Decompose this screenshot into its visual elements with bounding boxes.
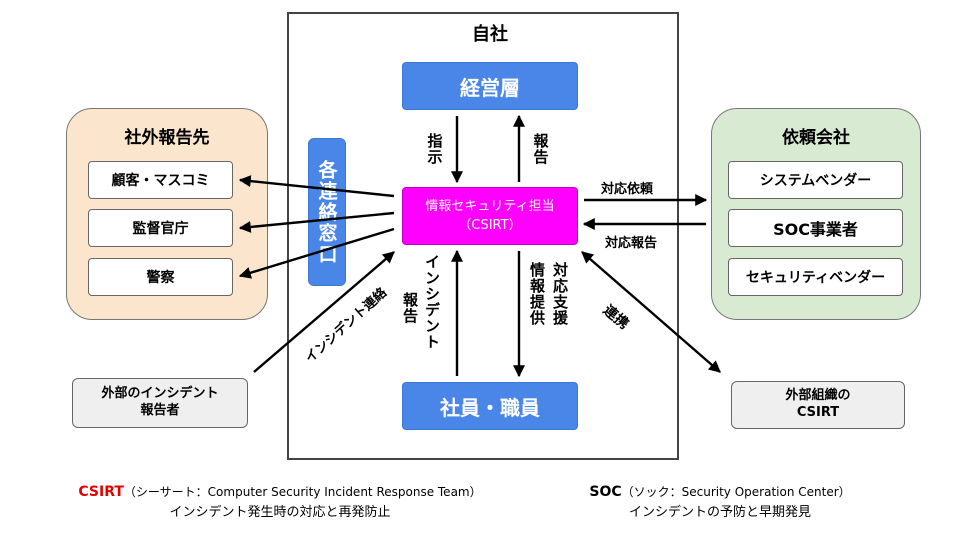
footnote-soc-line2: インシデントの予防と早期発見 (628, 505, 811, 520)
label-response-report: 対応報告 (605, 236, 658, 251)
label-info-provision: 情報提供 (528, 262, 546, 326)
staff-box: 社員・職員 (402, 382, 578, 430)
external-csirt-box: 外部組織の CSIRT (731, 381, 905, 429)
external-report-item-police: 警察 (88, 258, 233, 296)
footnote-soc: SOC（ソック：Security Operation Center） インシデン… (560, 482, 880, 523)
external-report-item-customers: 顧客・マスコミ (88, 161, 233, 199)
label-incident-report-b: 報告 (401, 292, 419, 324)
client-company-title: 依頼会社 (782, 127, 850, 148)
contact-window-box: 各連絡窓口 (308, 138, 346, 286)
external-reporter-box: 外部のインシデント 報告者 (72, 378, 248, 428)
label-incident-report-a: インシデント (423, 254, 441, 350)
client-item-security-vendor: セキュリティベンダー (728, 258, 903, 296)
csirt-box: 情報セキュリティ担当 （CSIRT） (402, 187, 578, 245)
csirt-label-line1: 情報セキュリティ担当 (425, 198, 555, 214)
client-item-system-vendor: システムベンダー (728, 161, 903, 199)
arrow-to-customers (238, 175, 395, 198)
csirt-label-line2: （CSIRT） (458, 218, 522, 233)
external-csirt-line2: CSIRT (796, 405, 840, 420)
footnote-soc-line1: SOC（ソック：Security Operation Center） (560, 482, 880, 503)
label-report-box: 報告 (530, 124, 552, 174)
client-item-soc: SOC事業者 (728, 209, 903, 247)
label-response-support: 対応支援 (551, 262, 569, 326)
arrow-incident-contact (253, 251, 395, 373)
footnote-soc-desc: （ソック：Security Operation Center） (621, 485, 851, 499)
footnote-csirt-line2: インシデント発生時の対応と再発防止 (169, 505, 391, 520)
footnote-csirt-line1: CSIRT（シーサート：Computer Security Incident R… (70, 482, 490, 503)
management-box: 経営層 (402, 62, 578, 110)
external-csirt-line1: 外部組織の (785, 388, 851, 404)
label-report: 報告 (531, 133, 550, 165)
arrow-to-police (238, 227, 395, 279)
label-request: 対応依頼 (601, 182, 654, 197)
external-reporter-line2: 報告者 (140, 403, 180, 418)
footnote-csirt-abbr: CSIRT (78, 484, 124, 500)
label-incident-report-box: インシデント 報告 (400, 252, 444, 376)
footnote-csirt: CSIRT（シーサート：Computer Security Incident R… (70, 482, 490, 523)
label-instruction-box: 指示 (424, 124, 446, 174)
external-report-title: 社外報告先 (124, 127, 210, 148)
contact-window-label: 各連絡窓口 (315, 159, 338, 265)
footnote-soc-abbr: SOC (589, 484, 622, 500)
company-title: 自社 (472, 24, 508, 45)
arrow-to-regulators (238, 211, 395, 233)
footnote-csirt-desc: （シーサート：Computer Security Incident Respon… (123, 485, 482, 499)
external-reporter-line1: 外部のインシデント (101, 386, 219, 402)
external-report-item-regulators: 監督官庁 (88, 209, 233, 247)
arrow-coordination (581, 251, 721, 373)
label-instruction: 指示 (425, 133, 444, 165)
label-support-box: 対応支援 情報提供 (526, 262, 572, 356)
